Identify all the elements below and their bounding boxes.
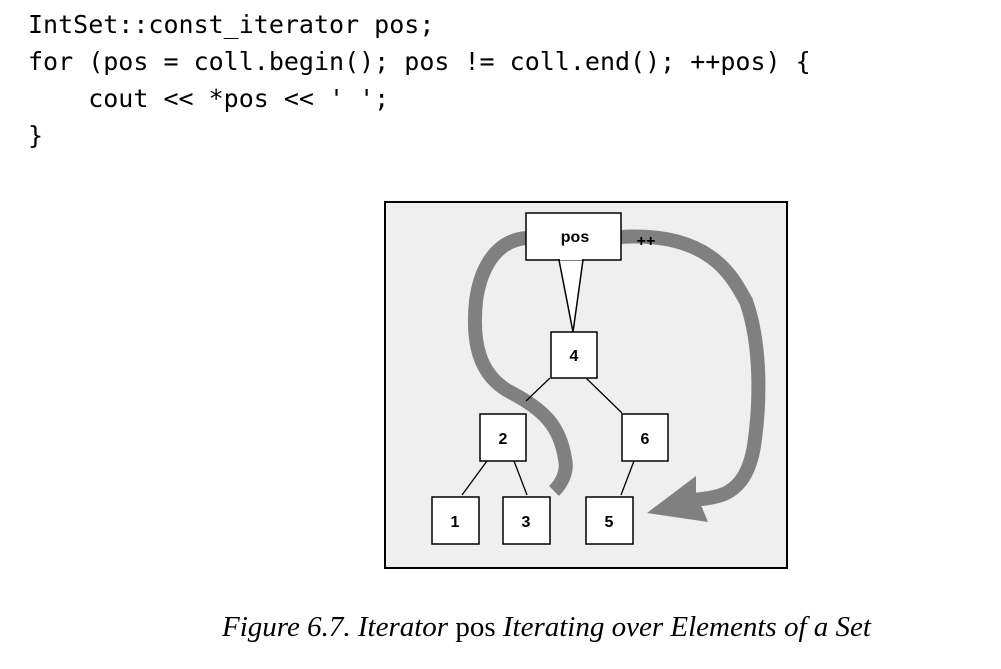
iterator-label: pos — [561, 229, 590, 246]
caption-prefix: Figure 6.7. Iterator — [222, 611, 449, 643]
edge-4-6 — [585, 377, 623, 414]
code-line-4: } — [28, 121, 44, 150]
tree-node-left-left: 1 — [431, 496, 480, 545]
backward-traversal-arrow — [467, 231, 573, 496]
figure-caption: Figure 6.7. Iterator pos Iterating over … — [222, 611, 871, 644]
increment-arrowhead — [647, 476, 708, 522]
edge-4-2 — [525, 377, 551, 402]
node-value: 2 — [499, 431, 508, 448]
tree-node-left: 2 — [479, 413, 527, 462]
tree-node-root: 4 — [550, 331, 598, 379]
increment-traversal-arrow — [619, 229, 766, 510]
iterator-box — [525, 212, 622, 261]
node-value: 4 — [570, 348, 579, 365]
node-value: 3 — [522, 514, 531, 531]
tree-node-right: 6 — [621, 413, 669, 462]
caption-code-word: pos — [455, 611, 496, 643]
edge-6-5 — [620, 460, 635, 496]
tree-node-right-left: 5 — [585, 496, 634, 545]
code-line-1: IntSet::const_iterator pos; — [28, 10, 435, 39]
node-value: 5 — [605, 514, 614, 531]
edge-2-3 — [513, 460, 528, 496]
set-iterator-diagram: pos ++ 4 2 6 1 3 5 — [384, 201, 788, 569]
node-value: 6 — [641, 431, 650, 448]
tree-node-left-right: 3 — [502, 496, 551, 545]
code-line-3: cout << *pos << ' '; — [28, 84, 390, 113]
caption-suffix: Iterating over Elements of a Set — [502, 611, 871, 643]
edge-2-1 — [461, 460, 488, 496]
diagram-canvas: pos ++ 4 2 6 1 3 5 — [384, 201, 788, 569]
code-line-2: for (pos = coll.begin(); pos != coll.end… — [28, 47, 811, 76]
code-listing: IntSet::const_iterator pos;for (pos = co… — [28, 6, 811, 154]
node-value: 1 — [451, 514, 460, 531]
increment-label: ++ — [637, 233, 656, 250]
